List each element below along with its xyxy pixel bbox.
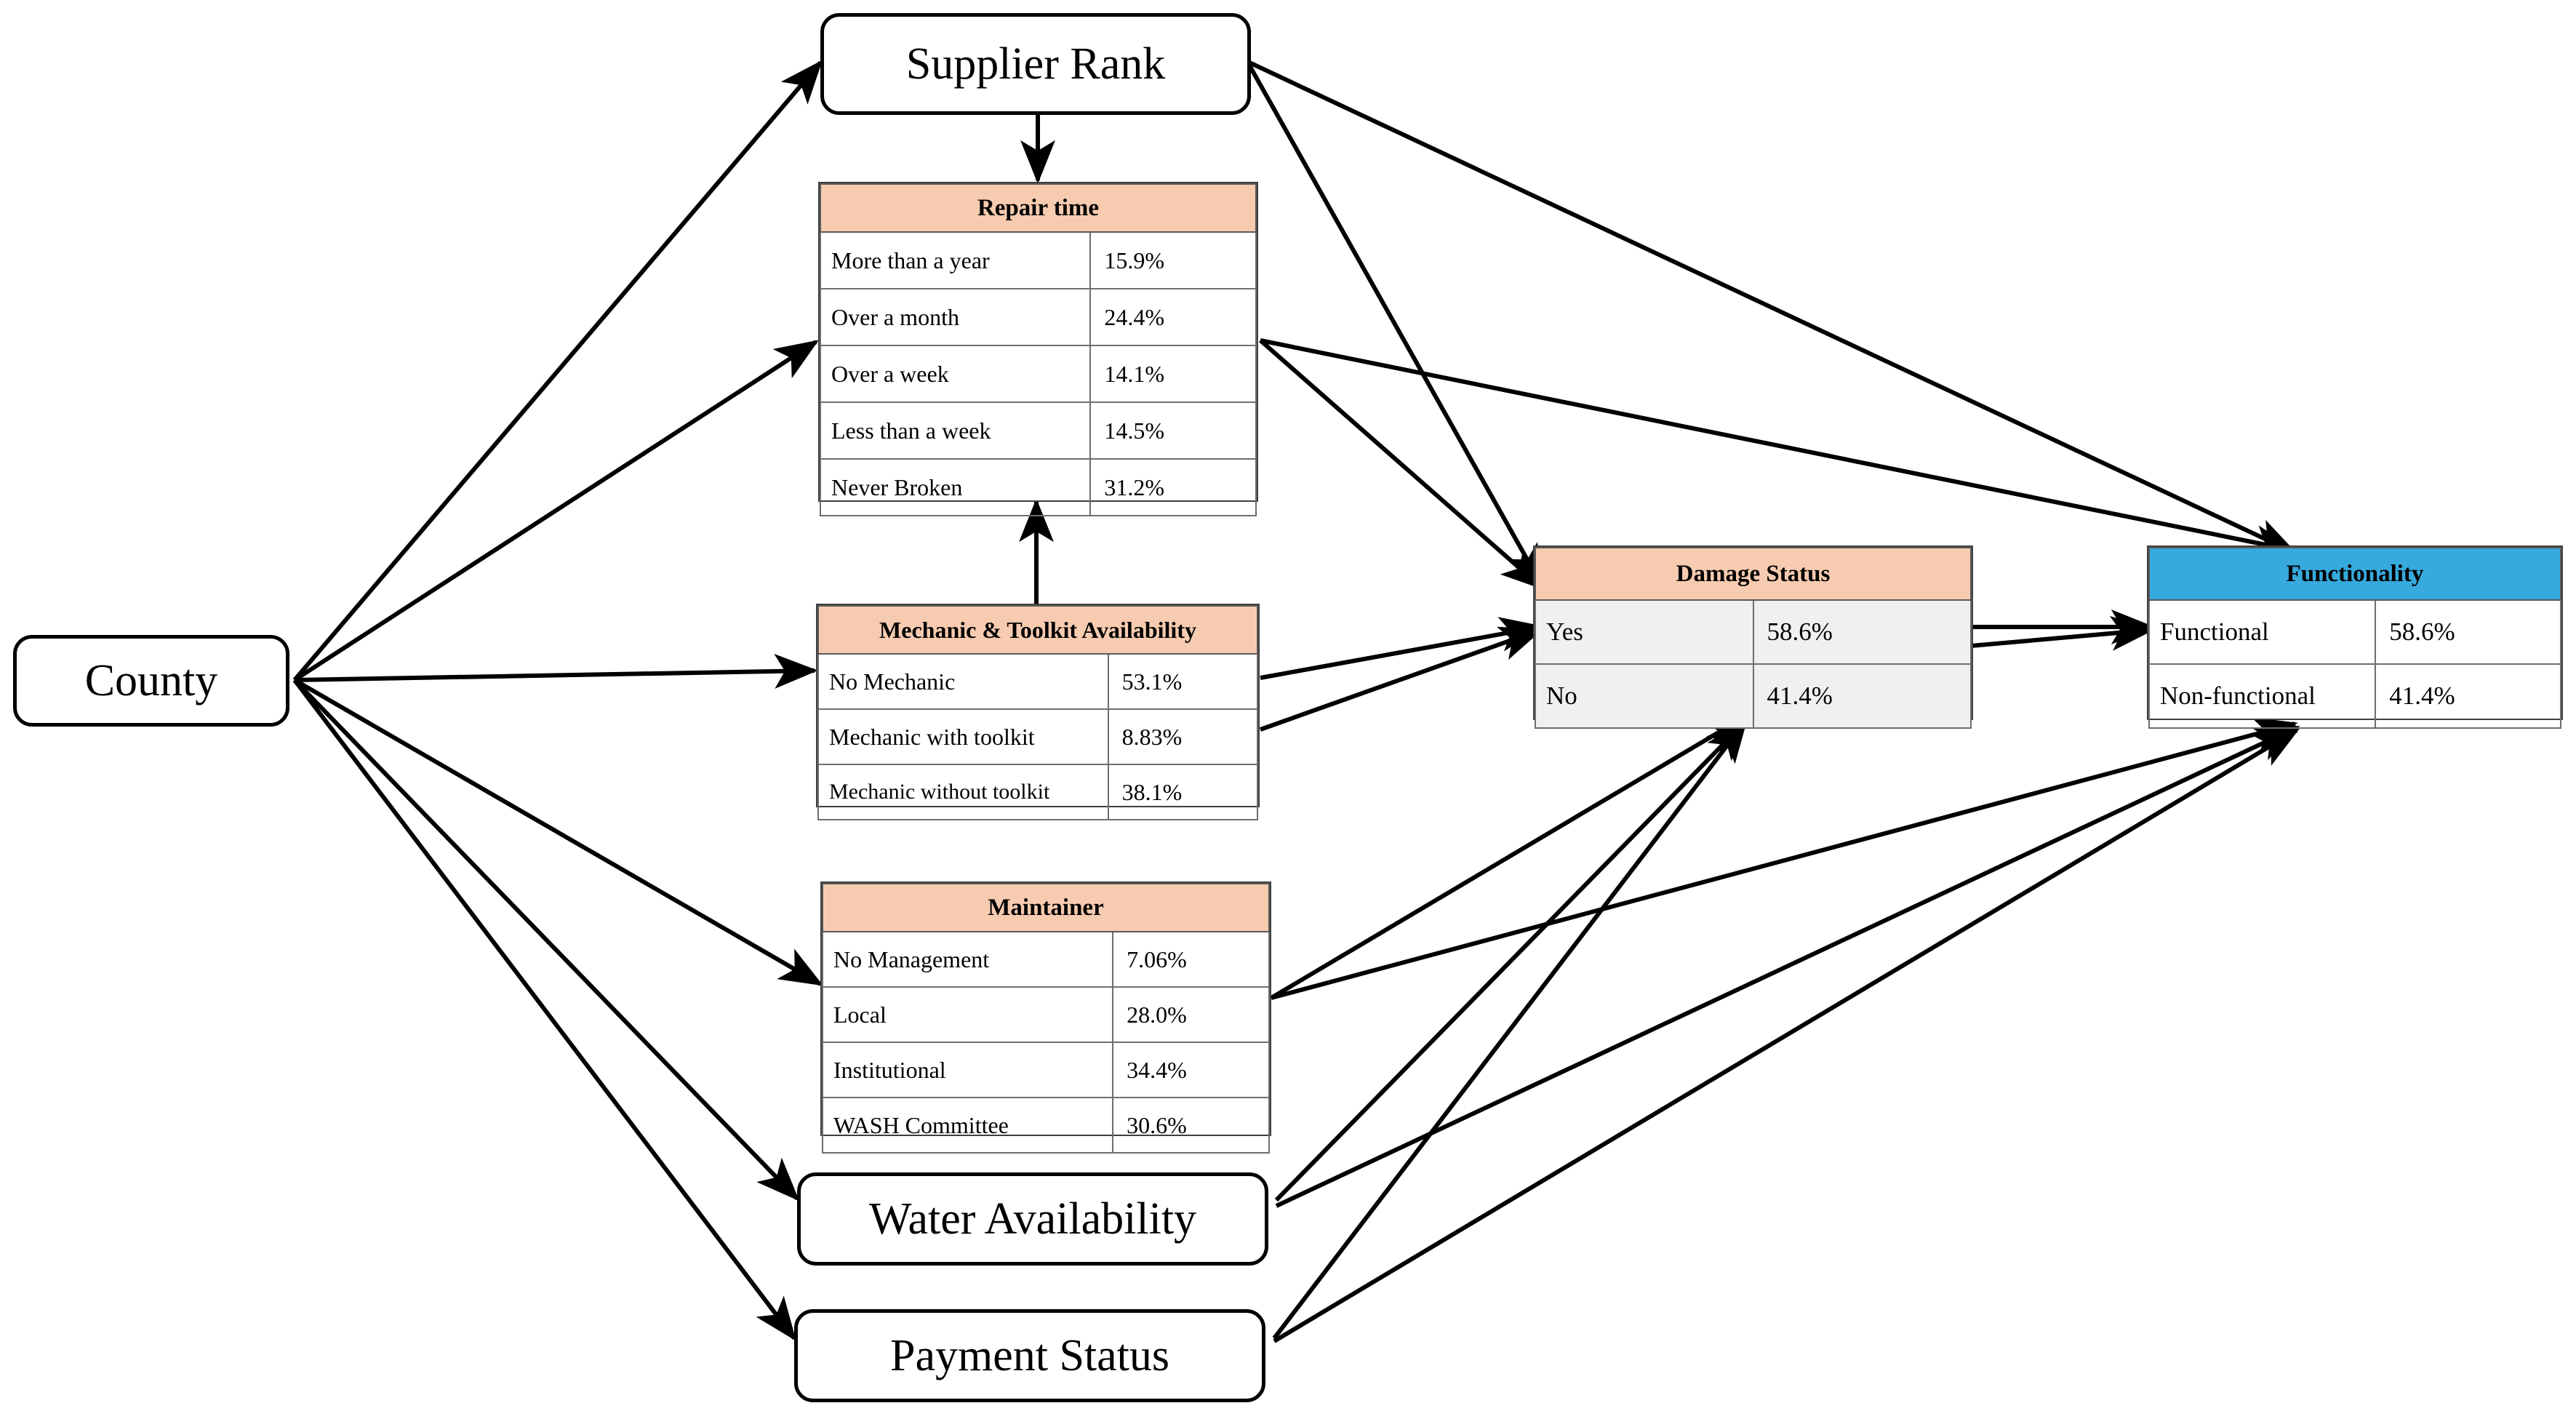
node-supplier-rank[interactable]: Supplier Rank xyxy=(820,13,1251,115)
cell-label: More than a year xyxy=(819,231,1092,289)
edge-county-repair-time xyxy=(293,340,820,682)
node-water-availability-label: Water Availability xyxy=(868,1194,1197,1244)
cell-value: 30.6% xyxy=(1112,1097,1270,1154)
edge-county-maintainer xyxy=(293,678,824,986)
table-row: No 41.4% xyxy=(1535,663,1972,729)
table-row: Less than a week 14.5% xyxy=(819,401,1257,460)
node-payment-status[interactable]: Payment Status xyxy=(794,1309,1265,1402)
cell-value: 28.0% xyxy=(1112,986,1270,1043)
cell-value: 34.4% xyxy=(1112,1042,1270,1098)
cell-value: 41.4% xyxy=(2375,663,2561,729)
table-damage-status: Damage Status Yes 58.6% No 41.4% xyxy=(1533,545,1973,729)
cell-label: Functional xyxy=(2148,599,2377,665)
cell-label: Over a month xyxy=(819,288,1092,346)
cell-value: 15.9% xyxy=(1089,231,1257,289)
node-county[interactable]: County xyxy=(13,635,289,727)
cell-value: 31.2% xyxy=(1089,458,1257,516)
table-row: Functional 58.6% xyxy=(2148,599,2561,665)
edge-county-supplier-rank xyxy=(292,60,823,681)
edge-damage-status-functionality-b xyxy=(1970,615,2155,651)
edge-water-availability-damage-status xyxy=(1274,717,1750,1202)
edge-county-water-availability xyxy=(292,678,800,1202)
cell-value: 58.6% xyxy=(2375,599,2561,665)
table-repair-time-header: Repair time xyxy=(820,183,1257,233)
cell-label: Never Broken xyxy=(819,458,1092,516)
edge-water-availability-functionality xyxy=(1275,725,2300,1208)
edge-supplier-rank-functionality xyxy=(1248,60,2298,555)
table-mechanic-toolkit-header: Mechanic & Toolkit Availability xyxy=(817,605,1258,655)
node-payment-status-label: Payment Status xyxy=(889,1331,1170,1380)
cell-value: 7.06% xyxy=(1112,931,1270,988)
cell-label: Yes xyxy=(1535,599,1754,665)
table-mechanic-toolkit: Mechanic & Toolkit Availability No Mecha… xyxy=(816,604,1260,820)
edge-payment-status-functionality xyxy=(1273,728,2300,1343)
edge-county-mechanic-toolkit xyxy=(294,654,818,689)
table-row: Over a week 14.1% xyxy=(819,345,1257,403)
edge-repair-time-functionality xyxy=(1260,338,2298,560)
edge-payment-status-damage-status xyxy=(1272,719,1748,1340)
cell-value: 14.5% xyxy=(1089,401,1257,460)
cell-label: Local xyxy=(821,986,1114,1043)
cell-value: 58.6% xyxy=(1752,599,1972,665)
cell-value: 14.1% xyxy=(1089,345,1257,403)
table-row: Institutional 34.4% xyxy=(821,1042,1270,1098)
table-damage-status-header: Damage Status xyxy=(1535,547,1972,601)
table-maintainer-header: Maintainer xyxy=(822,883,1270,932)
cell-label: WASH Committee xyxy=(821,1097,1114,1154)
table-row: Over a month 24.4% xyxy=(819,288,1257,346)
cell-label: Less than a week xyxy=(819,401,1092,460)
edge-mechanic-toolkit-damage-status-a xyxy=(1260,617,1544,680)
table-row: No Management 7.06% xyxy=(821,931,1270,988)
table-row: Mechanic without toolkit 38.1% xyxy=(817,764,1259,820)
cell-value: 41.4% xyxy=(1752,663,1972,729)
table-maintainer: Maintainer No Management 7.06% Local 28.… xyxy=(820,882,1271,1154)
table-row: Non-functional 41.4% xyxy=(2148,663,2561,729)
cell-value: 8.83% xyxy=(1107,708,1259,765)
node-supplier-rank-label: Supplier Rank xyxy=(905,39,1166,89)
table-row: WASH Committee 30.6% xyxy=(821,1097,1270,1154)
cell-value: 53.1% xyxy=(1107,653,1259,710)
table-row: Yes 58.6% xyxy=(1535,599,1972,665)
edge-supplier-rank-damage-status xyxy=(1247,64,1544,589)
table-row: Never Broken 31.2% xyxy=(819,458,1257,516)
node-water-availability[interactable]: Water Availability xyxy=(797,1172,1268,1266)
edge-maintainer-functionality xyxy=(1271,717,2298,1000)
table-functionality-header: Functionality xyxy=(2148,547,2561,601)
cell-label: Non-functional xyxy=(2148,663,2377,729)
cell-value: 38.1% xyxy=(1107,764,1259,820)
cell-label: Mechanic without toolkit xyxy=(817,764,1109,820)
table-functionality: Functionality Functional 58.6% Non-funct… xyxy=(2147,545,2563,729)
cell-label: No Management xyxy=(821,931,1114,988)
edge-county-payment-status xyxy=(292,679,796,1341)
cell-label: Mechanic with toolkit xyxy=(817,708,1109,765)
table-row: More than a year 15.9% xyxy=(819,231,1257,289)
edge-maintainer-damage-status xyxy=(1270,714,1749,1000)
cell-label: No Mechanic xyxy=(817,653,1109,710)
edge-mechanic-toolkit-damage-status-b xyxy=(1259,626,1544,732)
table-row: No Mechanic 53.1% xyxy=(817,653,1259,710)
edge-repair-time-damage-status xyxy=(1259,338,1545,591)
cell-value: 24.4% xyxy=(1089,288,1257,346)
table-row: Mechanic with toolkit 8.83% xyxy=(817,708,1259,765)
node-county-label: County xyxy=(84,656,218,705)
table-row: Local 28.0% xyxy=(821,986,1270,1043)
table-repair-time: Repair time More than a year 15.9% Over … xyxy=(818,182,1258,516)
cell-label: Over a week xyxy=(819,345,1092,403)
cell-label: No xyxy=(1535,663,1754,729)
cell-label: Institutional xyxy=(821,1042,1114,1098)
